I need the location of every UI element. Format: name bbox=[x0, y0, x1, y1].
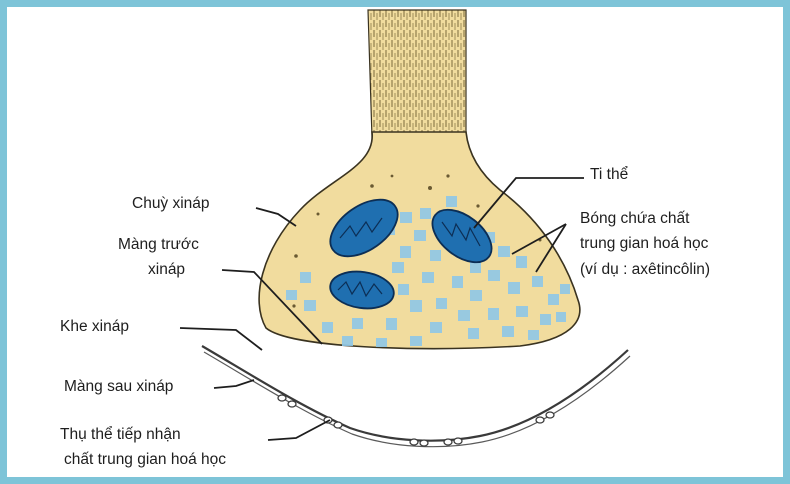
label-ti-the: Ti thể bbox=[590, 164, 628, 185]
label-khe-xinap: Khe xináp bbox=[60, 316, 129, 337]
leader-thu-the bbox=[268, 420, 330, 440]
leader-mang-sau bbox=[214, 380, 254, 388]
label-thu-the-line2: chất trung gian hoá học bbox=[64, 449, 226, 470]
label-chuy-xinap: Chuỳ xináp bbox=[132, 193, 210, 214]
receptor bbox=[278, 395, 554, 446]
label-bong-chua-line1: Bóng chứa chất bbox=[580, 208, 689, 229]
label-bong-chua-line3: (ví dụ : axêtincôlin) bbox=[580, 259, 710, 280]
label-mang-truoc-line2: xináp bbox=[148, 259, 185, 280]
label-bong-chua-line2: trung gian hoá học bbox=[580, 233, 708, 254]
label-mang-truoc-line1: Màng trước bbox=[118, 234, 199, 255]
leader-khe-xinap bbox=[180, 328, 262, 350]
label-mang-sau-xinap: Màng sau xináp bbox=[64, 376, 173, 397]
label-thu-the-line1: Thụ thể tiếp nhận bbox=[60, 424, 181, 445]
postsynaptic-membrane bbox=[202, 346, 628, 441]
